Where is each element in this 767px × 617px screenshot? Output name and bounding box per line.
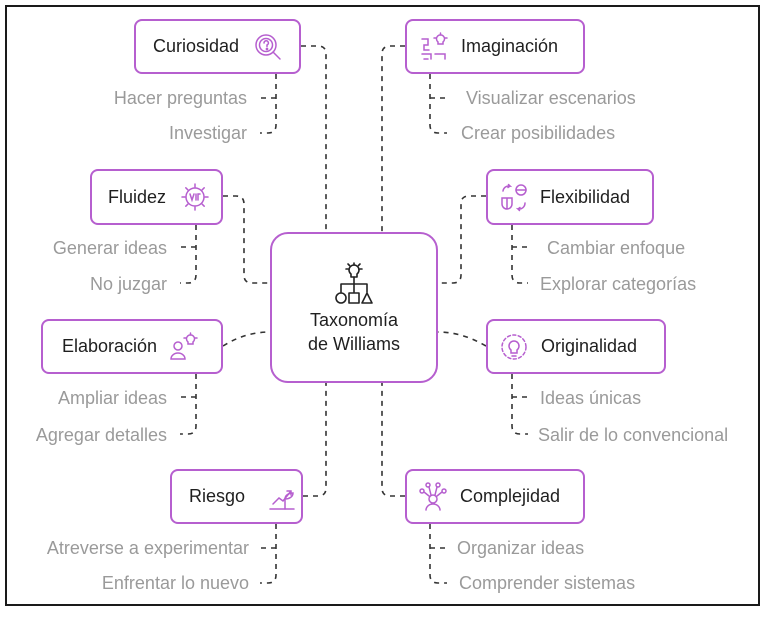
subitem-generar-ideas: Generar ideas <box>52 238 167 258</box>
question-brain-icon <box>253 32 283 62</box>
connector-curiosidad <box>301 45 327 232</box>
node-label: Curiosidad <box>153 36 240 56</box>
connector-complejidad <box>381 383 405 497</box>
connector-originalidad <box>437 331 487 347</box>
connector-curiosidad-tree <box>260 74 277 134</box>
node-flexibilidad: Flexibilidad <box>486 169 654 225</box>
person-lightbulb-icon <box>169 331 199 362</box>
subitem-crear-posibilidades: Crear posibilidades <box>461 123 616 143</box>
subitem-investigar: Investigar <box>168 123 247 143</box>
connector-imaginacion <box>381 45 405 232</box>
center-node: Taxonomía de Williams <box>270 232 438 383</box>
connector-riesgo <box>303 383 327 497</box>
cycle-lightbulb-icon <box>499 332 529 362</box>
subitem-ampliar-ideas: Ampliar ideas <box>57 388 167 408</box>
subitem-no-juzgar: No juzgar <box>89 274 167 294</box>
subitem-cambiar-enfoque: Cambiar enfoque <box>547 238 686 258</box>
node-curiosidad: Curiosidad <box>134 19 301 74</box>
gear-letters-icon <box>180 182 210 212</box>
connector-riesgo-tree <box>260 524 277 584</box>
connector-fluidez <box>223 195 270 284</box>
subitem-comprender-sistemas: Comprender sistemas <box>459 573 636 593</box>
subitem-visualizar-escenarios: Visualizar escenarios <box>466 88 636 108</box>
connector-originalidad-tree <box>511 374 528 435</box>
node-label: Flexibilidad <box>540 186 631 207</box>
node-elaboracion: Elaboración <box>41 319 223 374</box>
subitem-explorar-categorias: Explorar categorías <box>540 274 697 294</box>
network-person-icon <box>418 481 448 512</box>
node-imaginacion: Imaginación <box>405 19 585 74</box>
node-fluidez: Fluidez <box>90 169 223 225</box>
center-title-line2: de Williams <box>307 333 400 354</box>
subitem-atreverse-a-experimentar: Atreverse a experimentar <box>46 538 249 558</box>
node-label: Imaginación <box>461 36 559 56</box>
subitem-ideas-unicas: Ideas únicas <box>540 388 642 408</box>
connector-fluidez-tree <box>180 225 197 284</box>
node-label: Riesgo <box>189 486 246 506</box>
blueprint-lightbulb-icon <box>419 31 449 62</box>
hierarchy-lightbulb-icon <box>335 261 373 304</box>
connector-complejidad-tree <box>429 524 447 584</box>
node-label: Complejidad <box>460 486 561 506</box>
node-complejidad: Complejidad <box>405 469 585 524</box>
subitem-enfrentar-lo-nuevo: Enfrentar lo nuevo <box>101 573 249 593</box>
connector-elaboracion-tree <box>180 374 197 435</box>
connector-flexibilidad <box>438 195 486 284</box>
node-originalidad: Originalidad <box>486 319 666 374</box>
subitem-salir-de-lo-convencional: Salir de lo convencional <box>538 425 729 445</box>
center-title-line1: Taxonomía <box>309 309 399 330</box>
connector-imaginacion-tree <box>429 74 447 134</box>
connector-flexibilidad-tree <box>511 225 528 284</box>
connector-elaboracion <box>222 331 271 347</box>
node-riesgo: Riesgo <box>170 469 303 524</box>
node-label: Originalidad <box>541 336 638 356</box>
shapes-arrows-icon <box>499 182 529 212</box>
subitem-organizar-ideas: Organizar ideas <box>457 538 585 558</box>
subitem-hacer-preguntas: Hacer preguntas <box>113 88 247 108</box>
subitem-agregar-detalles: Agregar detalles <box>35 425 167 445</box>
node-label: Fluidez <box>108 186 167 207</box>
node-label: Elaboración <box>62 336 158 356</box>
growth-plant-icon <box>267 482 297 512</box>
